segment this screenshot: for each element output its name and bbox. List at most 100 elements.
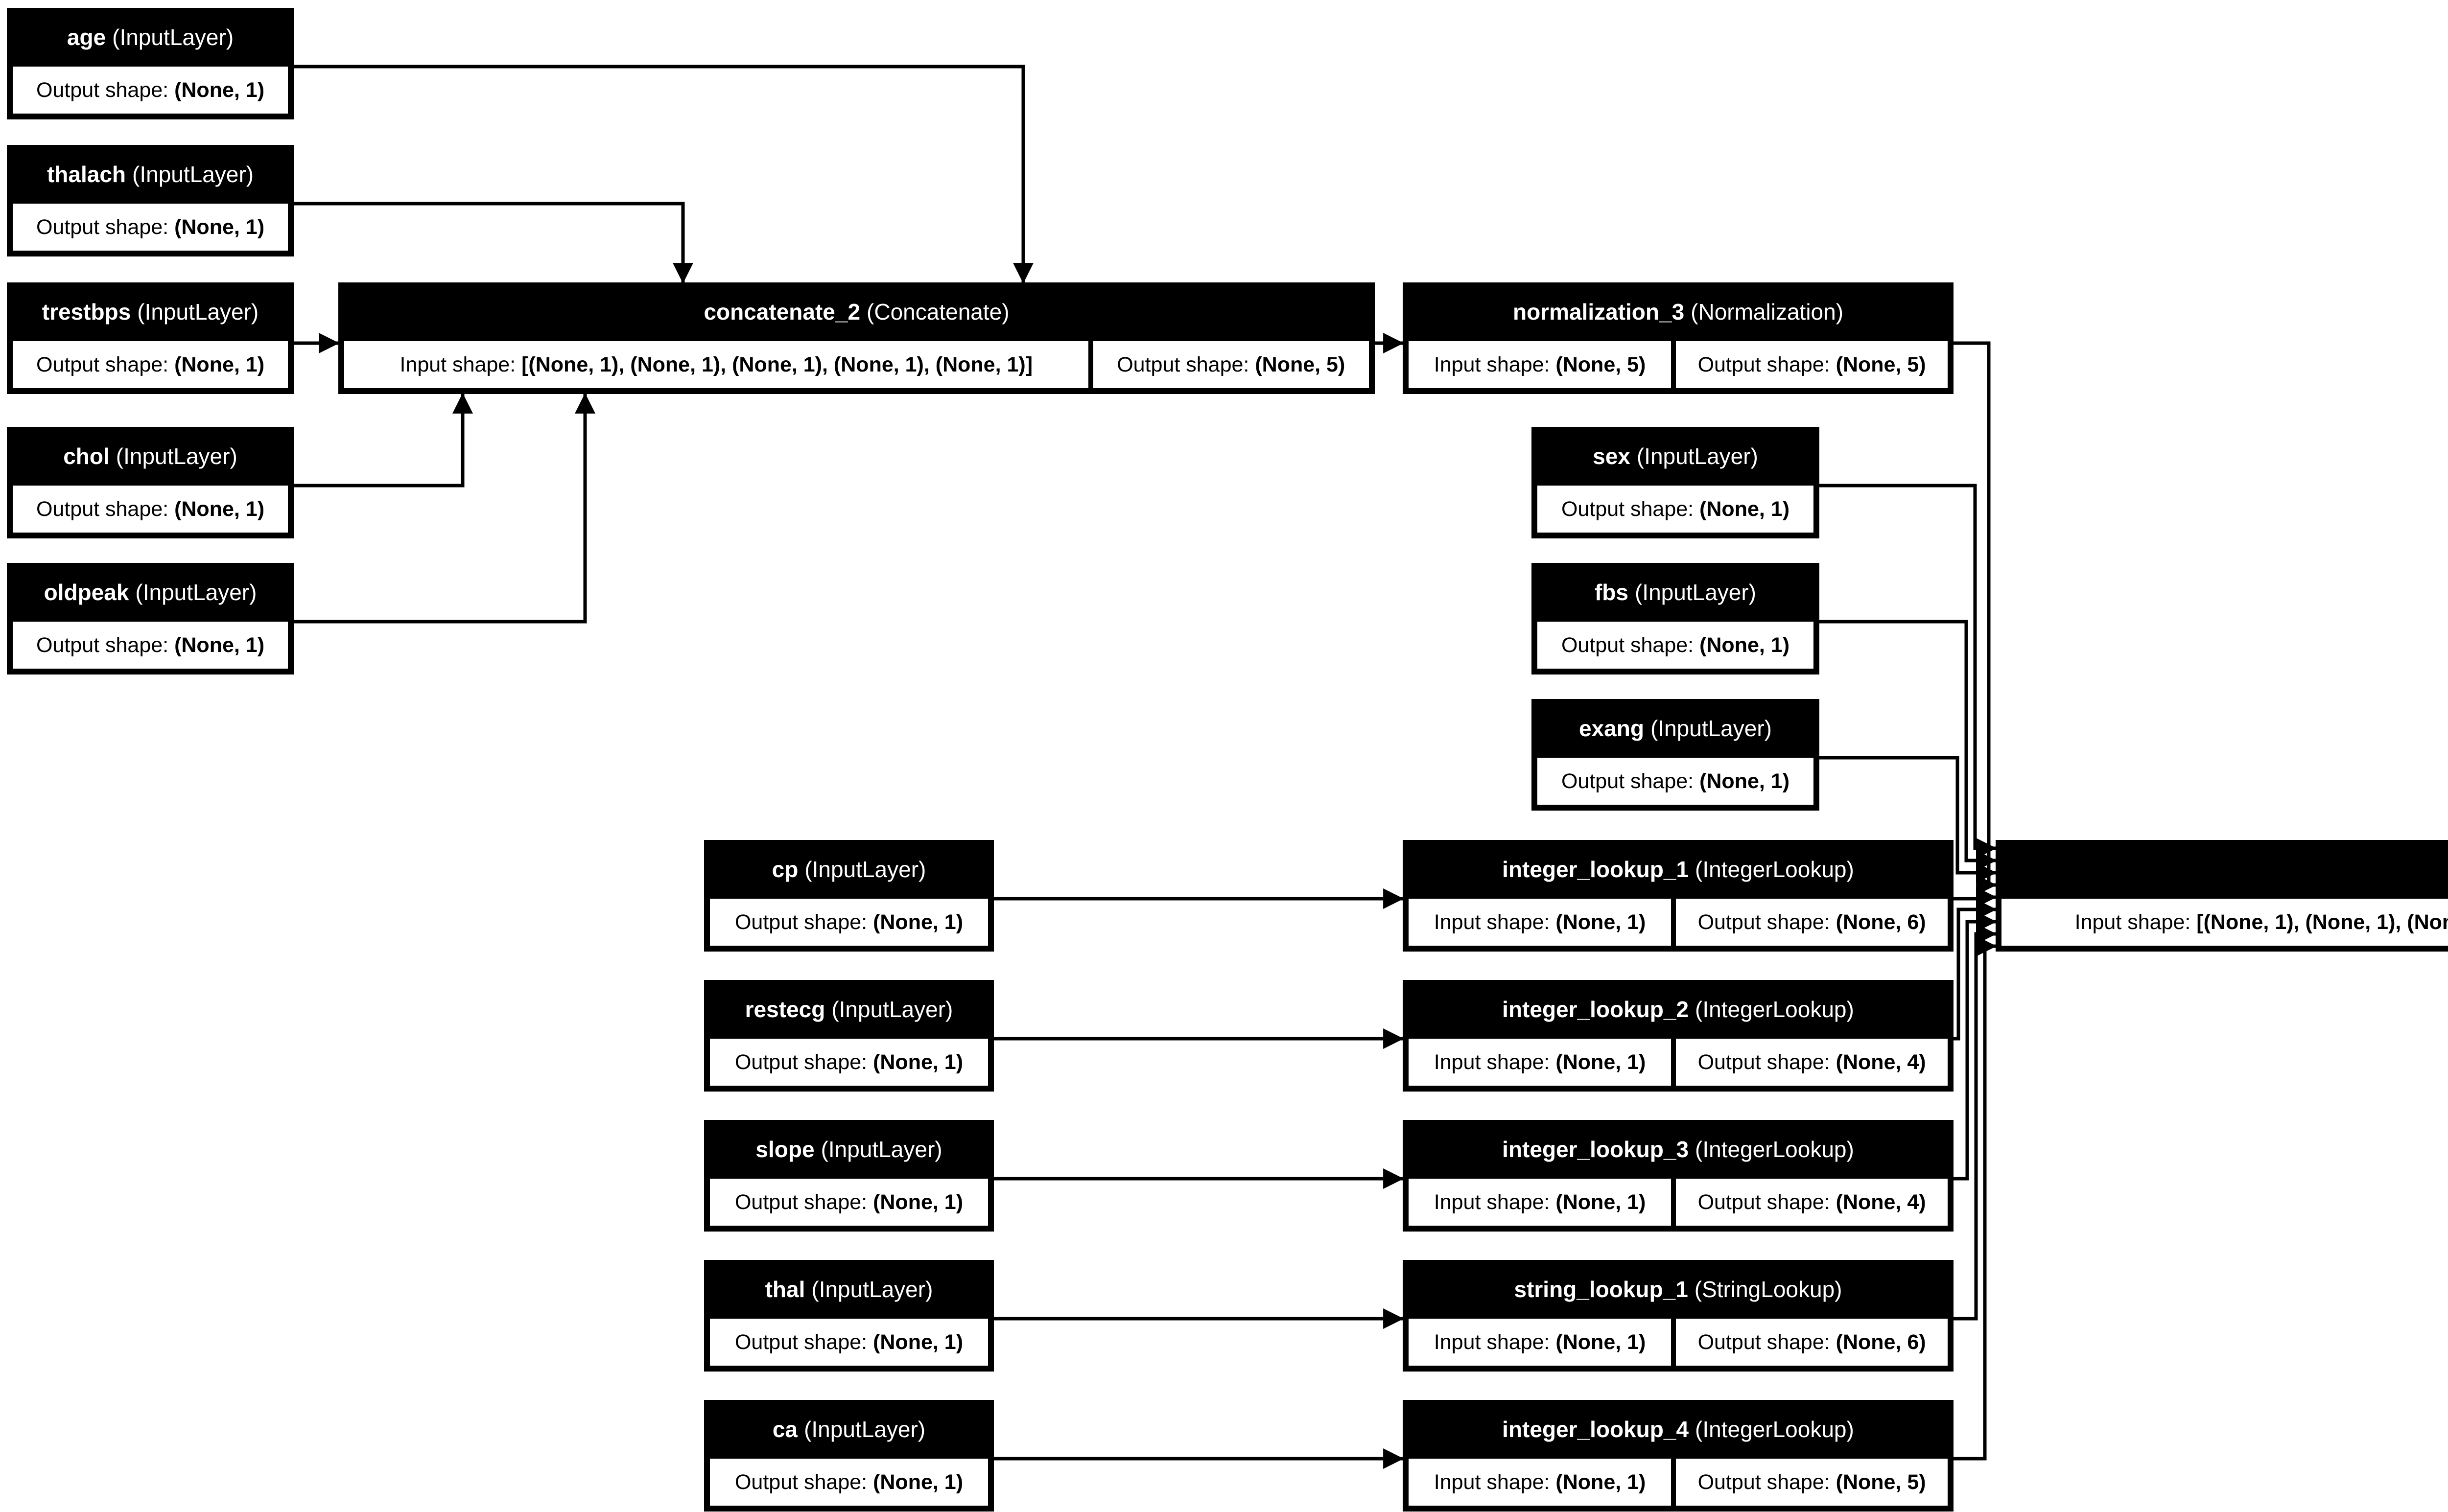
layer-shape-row: Input shape: [(None, 1), (None, 1), (Non… (2001, 899, 2448, 946)
output-shape-cell-value: (None, 5) (1836, 352, 1926, 376)
layer-name: oldpeak (44, 580, 129, 605)
output-shape-cell-value: (None, 1) (174, 633, 265, 657)
input-shape-cell-label: Input shape: (1434, 352, 1556, 376)
layer-node-integer_lookup_4: integer_lookup_4(IntegerLookup)Input sha… (1403, 1400, 1954, 1512)
input-shape-cell-label: Input shape: (1434, 1050, 1556, 1074)
layer-node-normalization_3: normalization_3(Normalization)Input shap… (1403, 282, 1954, 394)
layer-header: concatenate_3(Concatenate) (1996, 840, 2448, 899)
layer-type: (InputLayer) (804, 857, 926, 882)
output-shape-cell-value: (None, 1) (873, 1050, 964, 1074)
layer-type: (InputLayer) (132, 162, 254, 187)
layer-type: (InputLayer) (804, 1417, 926, 1442)
layer-shape-row: Output shape: (None, 1) (1537, 486, 1813, 533)
output-shape-cell: Output shape: (None, 4) (1676, 1039, 1948, 1086)
layer-header: concatenate_2(Concatenate) (338, 282, 1375, 341)
layer-type: (IntegerLookup) (1695, 1137, 1854, 1162)
layer-header: restecg(InputLayer) (704, 980, 994, 1039)
output-shape-cell-label: Output shape: (1697, 1190, 1836, 1214)
input-shape-cell-value: (None, 1) (1555, 1330, 1646, 1354)
layer-header: chol(InputLayer) (7, 427, 294, 486)
output-shape-cell-value: (None, 5) (1255, 352, 1345, 376)
layer-name: concatenate_2 (704, 299, 861, 325)
layer-node-ca: ca(InputLayer)Output shape: (None, 1) (704, 1400, 994, 1512)
layer-node-integer_lookup_2: integer_lookup_2(IntegerLookup)Input sha… (1403, 980, 1954, 1092)
output-shape-cell: Output shape: (None, 1) (710, 1319, 988, 1366)
edge-thalach-to-concatenate_2 (294, 202, 693, 284)
layer-header: integer_lookup_1(IntegerLookup) (1403, 840, 1954, 899)
layer-node-integer_lookup_3: integer_lookup_3(IntegerLookup)Input sha… (1403, 1120, 1954, 1232)
layer-shape-row: Input shape: (None, 5)Output shape: (Non… (1409, 341, 1948, 388)
layer-type: (Concatenate) (867, 299, 1010, 325)
output-shape-cell-value: (None, 4) (1836, 1050, 1926, 1074)
layer-type: (StringLookup) (1694, 1277, 1842, 1302)
input-shape-cell: Input shape: (None, 1) (1409, 899, 1671, 946)
edge-fbs-to-concatenate_3 (1819, 620, 1997, 871)
layer-node-thal: thal(InputLayer)Output shape: (None, 1) (704, 1260, 994, 1372)
layer-name: normalization_3 (1512, 299, 1685, 325)
layer-header: age(InputLayer) (7, 8, 294, 67)
layer-node-thalach: thalach(InputLayer)Output shape: (None, … (7, 145, 294, 256)
layer-name: age (67, 24, 106, 50)
edge-integer_lookup_4-to-concatenate_3 (1954, 936, 1997, 1461)
input-shape-cell-value: [(None, 1), (None, 1), (None, 1), (None,… (521, 352, 1033, 376)
layer-shape-row: Output shape: (None, 1) (710, 1179, 988, 1226)
output-shape-cell-label: Output shape: (734, 1470, 873, 1494)
layer-type: (InputLayer) (112, 24, 234, 50)
edge-integer_lookup_2-to-concatenate_3 (1954, 899, 1997, 1041)
output-shape-cell: Output shape: (None, 5) (1676, 1459, 1948, 1506)
layer-type: (IntegerLookup) (1695, 857, 1854, 882)
output-shape-cell: Output shape: (None, 6) (1676, 899, 1948, 946)
output-shape-cell: Output shape: (None, 4) (1676, 1179, 1948, 1226)
edge-integer_lookup_3-to-concatenate_3 (1954, 911, 1997, 1181)
output-shape-cell-label: Output shape: (734, 1050, 873, 1074)
output-shape-cell: Output shape: (None, 1) (710, 1039, 988, 1086)
layer-header: trestbps(InputLayer) (7, 282, 294, 341)
output-shape-cell-value: (None, 1) (174, 78, 265, 102)
layer-shape-row: Output shape: (None, 1) (710, 1459, 988, 1506)
layer-header: integer_lookup_4(IntegerLookup) (1403, 1400, 1954, 1459)
layer-name: integer_lookup_2 (1502, 997, 1689, 1022)
edge-chol-to-concatenate_2 (294, 393, 473, 488)
layer-header: integer_lookup_3(IntegerLookup) (1403, 1120, 1954, 1179)
edge-sex-to-concatenate_3 (1819, 484, 1997, 859)
layer-name: fbs (1594, 580, 1628, 605)
layer-name: slope (755, 1137, 815, 1162)
layer-shape-row: Input shape: (None, 1) Output shape: (Non… (1409, 1039, 1948, 1086)
layer-node-oldpeak: oldpeak(InputLayer)Output shape: (None, … (7, 563, 294, 675)
layer-name: trestbps (42, 299, 131, 325)
output-shape-cell-value: (None, 1) (174, 352, 265, 376)
input-shape-cell-label: Input shape: (2074, 910, 2197, 934)
output-shape-cell: Output shape: (None, 1) (13, 67, 288, 114)
layer-name: integer_lookup_4 (1502, 1417, 1689, 1442)
layer-shape-row: Input shape: (None, 1)Output shape: (Non… (1409, 1179, 1948, 1226)
output-shape-cell-label: Output shape: (1117, 352, 1255, 376)
layer-node-concatenate_3: concatenate_3(Concatenate)Input shape: [… (1996, 840, 2448, 952)
output-shape-cell: Output shape: (None, 5) (1093, 341, 1369, 388)
output-shape-cell-label: Output shape: (734, 1330, 873, 1354)
layer-header: ca(InputLayer) (704, 1400, 994, 1459)
layer-node-string_lookup_1: string_lookup_1(StringLookup)Input shape… (1403, 1260, 1954, 1372)
layer-type: (InputLayer) (1650, 716, 1772, 741)
layer-shape-row: Output shape: (None, 1) (1537, 622, 1813, 669)
output-shape-cell-label: Output shape: (1561, 769, 1700, 793)
layer-shape-row: Input shape: (None, 1)Output shape: (Non… (1409, 1459, 1948, 1506)
layer-name: exang (1579, 716, 1644, 741)
layer-node-concatenate_2: concatenate_2(Concatenate)Input shape: [… (338, 282, 1375, 394)
output-shape-cell-label: Output shape: (36, 215, 175, 239)
layer-node-sex: sex(InputLayer)Output shape: (None, 1) (1531, 427, 1819, 538)
layer-header: sex(InputLayer) (1531, 427, 1819, 486)
output-shape-cell-label: Output shape: (734, 910, 873, 934)
output-shape-cell-label: Output shape: (1697, 1470, 1836, 1494)
layer-header: integer_lookup_2(IntegerLookup) (1403, 980, 1954, 1039)
layer-node-chol: chol(InputLayer)Output shape: (None, 1) (7, 427, 294, 538)
layer-shape-row: Input shape: (None, 1)Output shape: (Non… (1409, 899, 1948, 946)
layer-name: integer_lookup_1 (1502, 857, 1689, 882)
output-shape-cell-label: Output shape: (734, 1190, 873, 1214)
output-shape-cell: Output shape: (None, 5) (1676, 341, 1948, 388)
layer-name: chol (63, 443, 110, 469)
layer-node-fbs: fbs(InputLayer)Output shape: (None, 1) (1531, 563, 1819, 675)
output-shape-cell-value: (None, 1) (873, 1190, 964, 1214)
input-shape-cell-value: (None, 1) (1555, 1050, 1646, 1074)
layer-header: string_lookup_1(StringLookup) (1403, 1260, 1954, 1319)
